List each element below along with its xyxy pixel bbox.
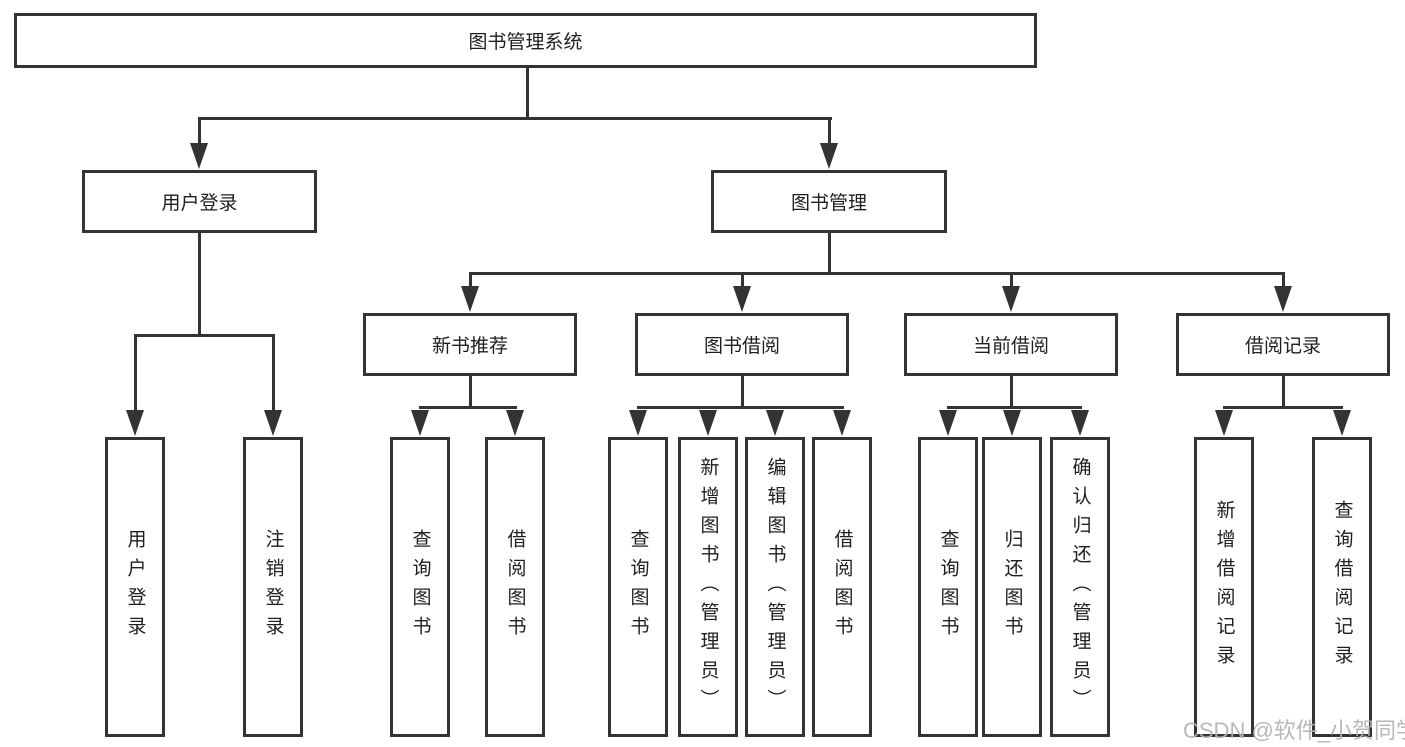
node-user-login-label: 用户登录 (161, 193, 238, 214)
node-current-return-books-label: 归还图书 (1001, 529, 1023, 645)
connector-newbook-leaf-branch (419, 406, 517, 409)
node-records-query-record: 查询借阅记录 (1312, 437, 1372, 737)
arrow-current-return (1003, 410, 1021, 436)
node-book-borrow-label: 图书借阅 (703, 336, 780, 357)
node-borrow-records-label: 借阅记录 (1244, 336, 1321, 357)
node-records-add-record: 新增借阅记录 (1194, 437, 1254, 737)
node-root: 图书管理系统 (14, 13, 1037, 68)
arrow-records-query (1333, 410, 1351, 436)
connector-user-branch (134, 334, 275, 337)
node-new-book-recommend-label: 新书推荐 (431, 336, 508, 357)
node-borrow-edit-book-admin: 编辑图书（管理员） (745, 437, 805, 737)
arrow-borrow-edit (766, 410, 784, 436)
node-newbook-query-books: 查询图书 (390, 437, 450, 737)
node-current-query-books-label: 查询图书 (937, 529, 959, 645)
connector-current-leaf-branch (947, 406, 1082, 409)
node-user-login: 用户登录 (82, 170, 317, 233)
arrow-borrow (733, 286, 751, 312)
arrow-borrow-add (699, 410, 717, 436)
node-current-borrow-label: 当前借阅 (972, 336, 1049, 357)
arrow-borrow-borrow (833, 410, 851, 436)
connector-drop-current (1010, 274, 1013, 287)
node-records-query-record-label: 查询借阅记录 (1331, 500, 1353, 674)
connector-records-leaf-branch (1223, 406, 1343, 409)
arrow-records (1274, 286, 1292, 312)
connector-current-trunk (1010, 375, 1013, 407)
node-leaf-logout-label: 注销登录 (262, 529, 284, 645)
arrow-current-query (939, 410, 957, 436)
node-current-return-books: 归还图书 (982, 437, 1042, 737)
node-new-book-recommend: 新书推荐 (363, 313, 577, 376)
node-newbook-borrow-books: 借阅图书 (485, 437, 545, 737)
node-current-query-books: 查询图书 (918, 437, 978, 737)
csdn-watermark: CSDN @软件_小贺同学 (1183, 718, 1405, 743)
connector-root-trunk (526, 68, 529, 118)
node-borrow-records: 借阅记录 (1176, 313, 1390, 376)
node-current-borrow: 当前借阅 (904, 313, 1118, 376)
node-borrow-edit-book-admin-label: 编辑图书（管理员） (764, 456, 786, 718)
arrow-newbook-borrow (506, 410, 524, 436)
node-borrow-add-book-admin-label: 新增图书（管理员） (697, 456, 719, 718)
connector-records-trunk (1282, 375, 1285, 407)
arrow-current-confirm (1071, 410, 1089, 436)
node-current-confirm-return-admin-label: 确认归还（管理员） (1069, 456, 1091, 718)
node-borrow-add-book-admin: 新增图书（管理员） (678, 437, 738, 737)
connector-newbook-trunk (469, 375, 472, 407)
connector-level3-branch (469, 272, 1285, 275)
node-leaf-user-login-label: 用户登录 (124, 529, 146, 645)
connector-drop-book-mgmt (828, 119, 831, 144)
arrow-records-add (1215, 410, 1233, 436)
node-current-confirm-return-admin: 确认归还（管理员） (1050, 437, 1110, 737)
node-newbook-query-books-label: 查询图书 (409, 529, 431, 645)
connector-drop-borrow (741, 274, 744, 287)
connector-borrow-trunk (741, 375, 744, 407)
connector-drop-records (1282, 274, 1285, 287)
connector-drop-leaf-logout (272, 336, 275, 411)
arrow-leaf-login (126, 410, 144, 436)
node-book-management-label: 图书管理 (790, 193, 867, 214)
connector-borrow-leaf-branch (637, 406, 844, 409)
connector-mgmt-trunk (828, 233, 831, 275)
arrow-current (1002, 286, 1020, 312)
arrow-user-login (190, 143, 208, 169)
node-book-borrow: 图书借阅 (635, 313, 849, 376)
connector-level2-branch (198, 117, 832, 120)
node-borrow-borrow-books-label: 借阅图书 (831, 529, 853, 645)
arrow-newbook-query (411, 410, 429, 436)
node-borrow-query-books: 查询图书 (608, 437, 668, 737)
connector-drop-new-book (469, 274, 472, 287)
node-leaf-user-login: 用户登录 (105, 437, 165, 737)
node-leaf-logout: 注销登录 (243, 437, 303, 737)
node-root-label: 图书管理系统 (468, 32, 583, 53)
node-borrow-query-books-label: 查询图书 (627, 529, 649, 645)
node-borrow-borrow-books: 借阅图书 (812, 437, 872, 737)
node-records-add-record-label: 新增借阅记录 (1213, 500, 1235, 674)
connector-drop-user-login (198, 119, 201, 144)
arrow-borrow-query (629, 410, 647, 436)
node-book-management: 图书管理 (711, 170, 947, 233)
arrow-new-book (461, 286, 479, 312)
connector-drop-leaf-login (134, 336, 137, 411)
node-newbook-borrow-books-label: 借阅图书 (504, 529, 526, 645)
arrow-leaf-logout (264, 410, 282, 436)
connector-user-trunk (198, 233, 201, 334)
arrow-book-mgmt (820, 143, 838, 169)
